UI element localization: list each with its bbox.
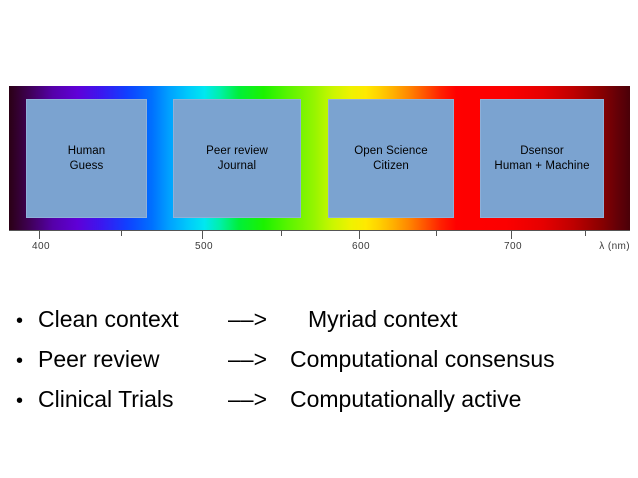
axis-tick-550 (281, 230, 282, 236)
spectrum-figure: Human Guess Peer review Journal Open Sci… (9, 86, 630, 252)
bullet-list: • Clean context ––> Myriad context • Pee… (16, 306, 622, 426)
axis-tick-600 (359, 230, 360, 239)
axis-tick-700 (511, 230, 512, 239)
axis-tick-450 (121, 230, 122, 236)
axis-tick-labels: 400 500 600 700 λ (nm) (9, 241, 630, 257)
bullet-right-term: Myriad context (308, 306, 458, 332)
bullet-dot-icon: • (16, 350, 24, 372)
spectrum-box-line-2: Citizen (373, 159, 409, 172)
arrow-icon: ––> (228, 306, 268, 332)
axis-tick-label-500: 500 (195, 241, 213, 252)
axis-tick-label-700: 700 (504, 241, 522, 252)
axis-title-lambda-nm: λ (nm) (599, 241, 630, 252)
spectrum-box-line-1: Peer review (206, 144, 268, 157)
axis-tick-750 (585, 230, 586, 236)
bullet-dot-icon: • (16, 390, 24, 412)
bullet-right-term: Computationally active (290, 386, 522, 412)
spectrum-box-line-1: Open Science (354, 144, 428, 157)
spectrum-box-peer-review-journal[interactable]: Peer review Journal (173, 99, 301, 218)
arrow-icon: ––> (228, 386, 268, 412)
visible-spectrum-gradient-band: Human Guess Peer review Journal Open Sci… (9, 86, 630, 231)
spectrum-box-line-1: Dsensor (520, 144, 564, 157)
axis-tick-label-400: 400 (32, 241, 50, 252)
axis-tick-label-600: 600 (352, 241, 370, 252)
bullet-left-term: Clean context (38, 306, 179, 332)
axis-tick-500 (202, 230, 203, 239)
axis-line (9, 230, 630, 231)
arrow-icon: ––> (228, 346, 268, 372)
bullet-right-term: Computational consensus (290, 346, 555, 372)
spectrum-box-dsensor-human-machine[interactable]: Dsensor Human + Machine (480, 99, 604, 218)
spectrum-box-line-2: Journal (217, 159, 257, 172)
axis-tick-400 (39, 230, 40, 239)
list-item: • Clean context ––> Myriad context (16, 306, 622, 346)
wavelength-axis (9, 230, 630, 240)
spectrum-box-line-1: Human (67, 144, 106, 157)
bullet-dot-icon: • (16, 310, 24, 332)
axis-tick-650 (436, 230, 437, 236)
spectrum-box-line-2: Guess (69, 159, 104, 172)
bullet-left-term: Peer review (38, 346, 160, 372)
list-item: • Peer review ––> Computational consensu… (16, 346, 622, 386)
bullet-left-term: Clinical Trials (38, 386, 174, 412)
spectrum-box-human-guess[interactable]: Human Guess (26, 99, 147, 218)
list-item: • Clinical Trials ––> Computationally ac… (16, 386, 622, 426)
spectrum-box-open-science-citizen[interactable]: Open Science Citizen (328, 99, 454, 218)
spectrum-box-line-2: Human + Machine (494, 159, 590, 172)
